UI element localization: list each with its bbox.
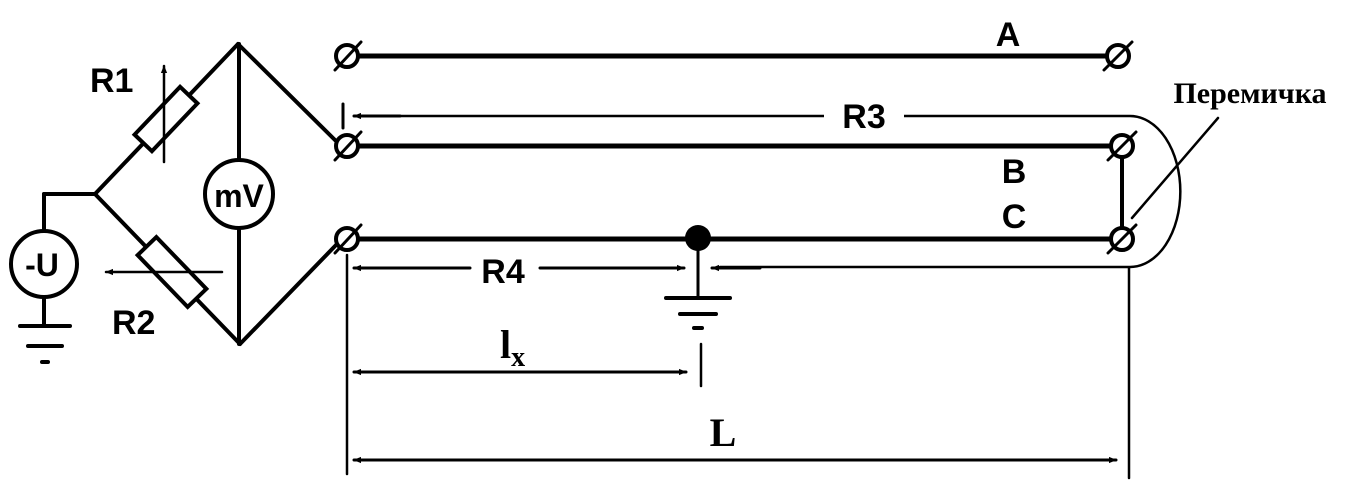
resistor-r2-label: R2 [112, 304, 155, 342]
lx-label-subscript: x [511, 342, 525, 373]
terminal-c-right-slash [1106, 223, 1138, 255]
bridge-top-right-arm [236, 42, 340, 145]
r3-label: R3 [842, 98, 885, 136]
lx-label-main: l [500, 322, 511, 367]
wire-b-label: B [1002, 153, 1027, 191]
jumper-label: Перемичка [1173, 77, 1326, 110]
resistor-r1: R1 [90, 62, 201, 164]
wire-c: C [333, 198, 1138, 255]
r3-label-bg [824, 97, 904, 133]
resistor-r1-label: R1 [90, 62, 133, 100]
terminal-b-left-slash [333, 130, 363, 162]
lx-dimension: lx [352, 322, 688, 376]
terminal-a-right-slash [1102, 40, 1134, 72]
l-label: L [710, 410, 737, 455]
fault-point-dot [685, 225, 711, 251]
resistor-r2: R2 [104, 234, 224, 342]
current-loop-path [363, 114, 1182, 269]
wire-c-label: C [1002, 198, 1027, 236]
terminal-a-left-slash [333, 40, 363, 72]
r4-arm: R4 [345, 253, 762, 476]
l-dimension: L [352, 266, 1131, 480]
bridge-bottom-right-arm [238, 241, 340, 346]
fault-ground [664, 248, 732, 388]
voltage-source-label: -U [25, 247, 59, 283]
wire-a: A [333, 16, 1134, 72]
millivoltmeter: mV [203, 158, 275, 230]
jumper: Перемичка [363, 77, 1327, 269]
terminal-c-left-slash [333, 223, 363, 255]
millivoltmeter-label: mV [214, 178, 264, 214]
bridge-network [93, 42, 340, 346]
resistor-r1-body [131, 83, 201, 155]
jumper-leader-line [1130, 116, 1220, 220]
lx-label: lx [500, 322, 525, 373]
r4-label: R4 [481, 253, 525, 291]
terminal-b-right-slash [1106, 130, 1138, 162]
wire-b: B [333, 130, 1138, 191]
wire-a-label: A [996, 16, 1021, 54]
r3-arm: R3 [341, 97, 904, 136]
millivoltmeter-symbol [203, 158, 275, 230]
voltage-source: -U [9, 192, 97, 364]
